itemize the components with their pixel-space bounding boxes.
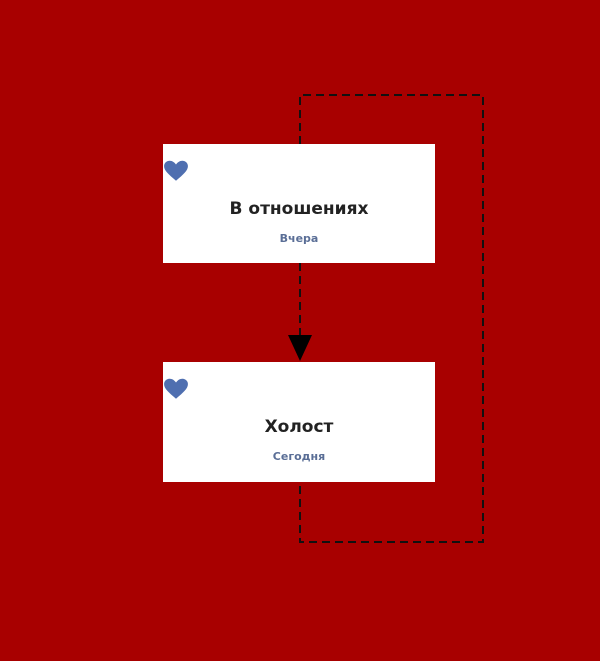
- status-card-single: Холост Сегодня: [163, 362, 435, 482]
- loop-connector: [299, 94, 484, 543]
- status-card-in-relationship: В отношениях Вчера: [163, 144, 435, 263]
- heart-icon: [164, 378, 188, 399]
- status-time: Вчера: [279, 232, 319, 245]
- status-time: Сегодня: [272, 450, 326, 463]
- arrow-head: [288, 335, 312, 361]
- status-title: Холост: [264, 417, 334, 437]
- status-title: В отношениях: [229, 199, 369, 219]
- heart-icon: [164, 160, 188, 181]
